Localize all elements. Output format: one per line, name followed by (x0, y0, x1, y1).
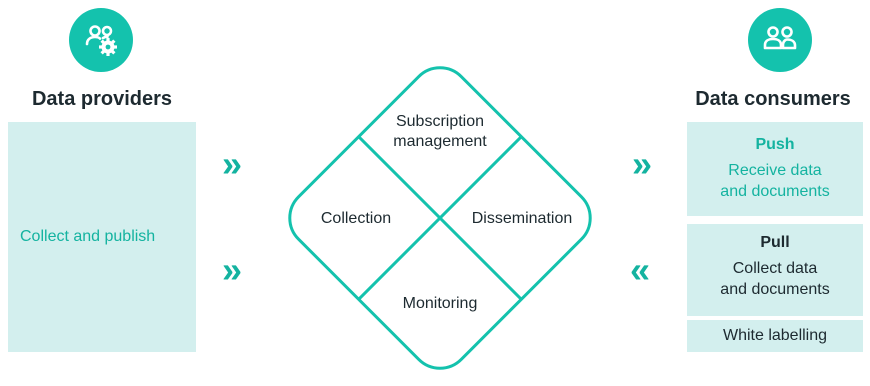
push-label: Push (755, 136, 795, 153)
chevron-right-icon: » (222, 249, 243, 290)
chevron-right-icon: » (632, 143, 653, 184)
providers-panel: Collect and publish (8, 122, 196, 352)
providers-panel-label: Collect and publish (20, 228, 156, 245)
push-text: Receive data and documents (720, 162, 830, 200)
pull-panel: Pull Collect data and documents (687, 224, 863, 316)
process-diamond (288, 66, 592, 370)
push-panel: Push Receive data and documents (687, 122, 863, 216)
monitoring-label: Monitoring (402, 295, 478, 312)
providers-icon-circle (69, 8, 133, 72)
consumers-title: Data consumers (695, 88, 851, 110)
collection-label: Collection (320, 210, 392, 227)
white-labelling-label: White labelling (722, 327, 828, 344)
subscription-management-label: Subscription management (393, 113, 487, 150)
users-icon (763, 26, 797, 50)
chevron-right-icon: » (222, 143, 243, 184)
pull-text: Collect data and documents (720, 260, 830, 298)
consumers-icon-circle (748, 8, 812, 72)
dissemination-label: Dissemination (471, 210, 573, 227)
white-labelling-panel: White labelling (687, 320, 863, 352)
providers-title: Data providers (31, 88, 173, 110)
user-group-gear-icon (85, 25, 117, 56)
pull-label: Pull (760, 234, 790, 251)
chevron-left-icon: « (630, 249, 651, 290)
